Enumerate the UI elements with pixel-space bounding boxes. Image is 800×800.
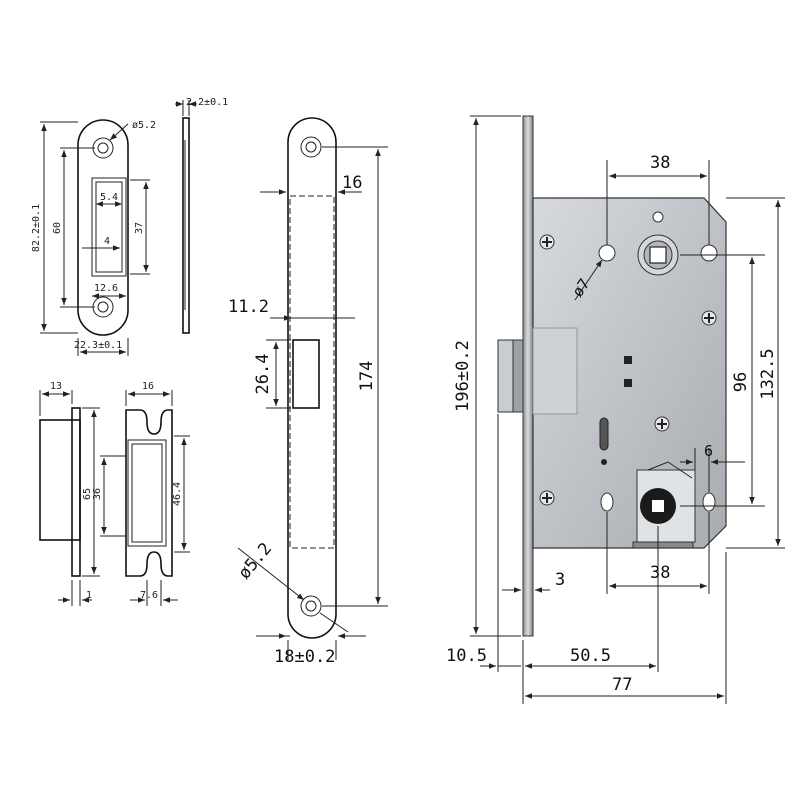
keeper-box-view: 13 65 1	[39, 381, 100, 606]
faceplate-view: 16 11.2 26.4 174 ø5.2 18±0.2	[228, 117, 388, 667]
strike-plate-side-outline	[182, 117, 190, 334]
faceplate-thickness-label: 16	[342, 173, 362, 193]
spindle-follower	[637, 234, 679, 276]
lock-total-height-label: 196±0.2	[453, 340, 473, 412]
strike-plate-hole-dia-label: ø5.2	[132, 120, 156, 131]
keeper-box-flange-label: 13	[50, 381, 62, 392]
lock-screw-spacing-label: 132.5	[758, 348, 778, 399]
faceplate-bottom-hole	[300, 595, 322, 617]
strike-plate-view: 82.2±0.1 60 ø5.2 5.4 37 4 12.6 22.3±0.1	[31, 119, 156, 356]
cylinder-hole-right	[702, 492, 716, 512]
strike-plate-top-hole	[92, 137, 114, 159]
strike-plate-thickness-label: 2.2±0.1	[186, 97, 228, 108]
faceplate-length-label: 174	[357, 361, 377, 392]
lock-spindle-cylinder-label: 96	[731, 372, 751, 392]
keeper-box-outline	[39, 419, 81, 541]
mounting-hole-left	[598, 244, 616, 262]
faceplate-latch-offset-label: 11.2	[228, 297, 269, 317]
faceplate-hole-dia-label: ø5.2	[235, 539, 277, 583]
lock-faceplate-edge-label: 10.5	[446, 646, 487, 666]
keeper-profile-outline	[125, 409, 173, 577]
case-screw-top-left	[539, 234, 555, 250]
strike-plate-bottom-hole	[92, 296, 114, 318]
case-screw-bottom-left	[539, 490, 555, 506]
cylinder-hole-left	[600, 492, 614, 512]
lock-faceplate-edge	[522, 115, 534, 637]
faceplate-latch-window	[292, 339, 320, 409]
keeper-profile-height-label: 46.4	[172, 482, 183, 506]
strike-plate-window	[91, 177, 127, 277]
strike-plate-hole-spacing-label: 60	[52, 222, 63, 234]
keeper-box-wall-label: 1	[86, 590, 92, 601]
strike-plate-window-inner-label: 4	[104, 236, 110, 247]
strike-plate-height-label: 82.2±0.1	[31, 204, 42, 252]
keeper-box-depth-label: 36	[92, 488, 103, 500]
lock-cylinder-offset-label: 6	[704, 442, 713, 460]
keeper-profile-view: 16 46.4 36 7.6	[92, 381, 190, 606]
strike-plate-outline	[77, 119, 129, 336]
strike-plate-window-offset-label: 5.4	[100, 192, 118, 203]
lock-cylinder-spacing-label: 38	[650, 563, 670, 583]
case-screw-center	[654, 416, 670, 432]
lock-top-spacing-label: 38	[650, 153, 670, 173]
faceplate-outline	[287, 117, 337, 639]
lock-body-view: 196±0.2 38 ø7 96 132.5 6 38 3	[446, 115, 785, 704]
faceplate-width-label: 18±0.2	[274, 647, 335, 667]
keeper-box-length-label: 65	[82, 488, 93, 500]
strike-plate-window-height-label: 37	[134, 222, 145, 234]
faceplate-latch-height-label: 26.4	[253, 354, 273, 395]
lock-faceplate-thickness-label: 3	[555, 570, 565, 590]
keeper-profile-width-label: 16	[142, 381, 154, 392]
strike-plate-side-view: 2.2±0.1	[175, 97, 228, 334]
faceplate-top-hole	[300, 136, 322, 158]
case-screw-right	[701, 310, 717, 326]
lock-case	[532, 197, 727, 549]
lock-body-depth-label: 77	[612, 675, 632, 695]
strike-plate-width-label: 22.3±0.1	[74, 340, 122, 351]
strike-plate-window-width-label: 12.6	[94, 283, 118, 294]
keeper-profile-slot-label: 7.6	[140, 590, 158, 601]
lock-backset-label: 50.5	[570, 646, 611, 666]
mounting-hole-right	[700, 244, 718, 262]
